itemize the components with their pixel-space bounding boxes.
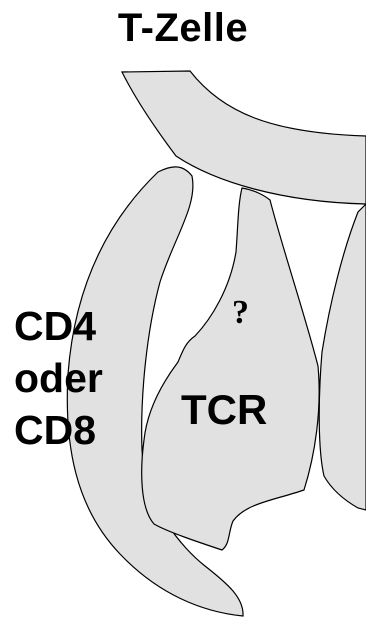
diagram-title: T-Zelle xyxy=(0,6,366,51)
co-receptor-label: CD4 oder CD8 xyxy=(14,300,103,456)
right-partial-shape xyxy=(319,204,366,510)
unknown-marker: ? xyxy=(232,294,249,332)
co-receptor-label-line-1: CD4 xyxy=(14,300,103,352)
co-receptor-label-line-3: CD8 xyxy=(14,404,103,456)
tcr-label: TCR xyxy=(181,386,267,434)
co-receptor-label-line-2: oder xyxy=(14,352,103,404)
